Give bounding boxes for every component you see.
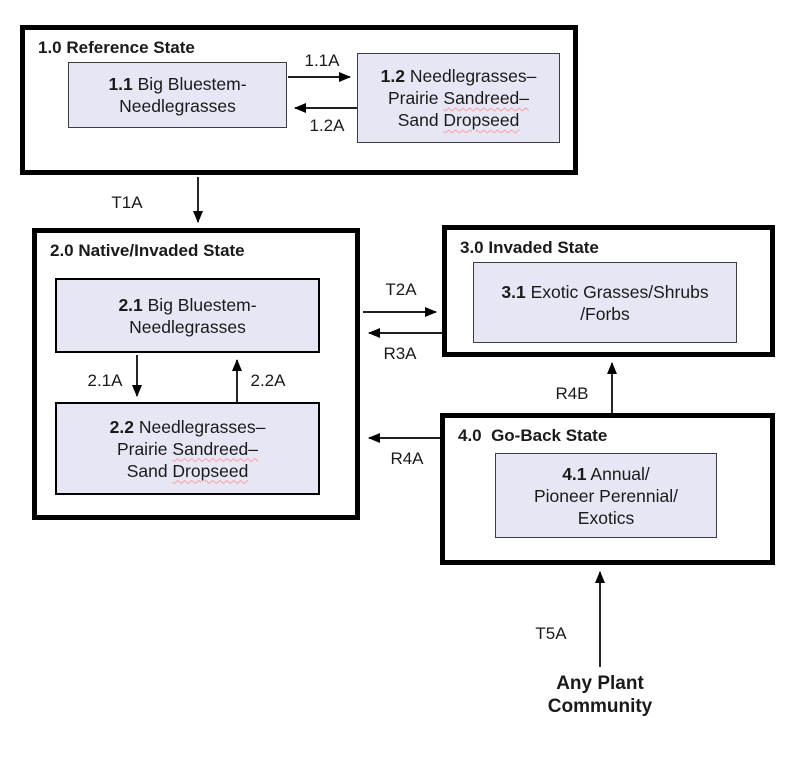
- pathway-label-1-1a: 1.1A: [304, 51, 340, 70]
- community-4-1-number: 4.1: [562, 463, 587, 484]
- misspelled-word: Sandreed–: [172, 438, 259, 459]
- community-2-2-line3: Sand Dropseed: [126, 460, 249, 481]
- community-1-2-line1: 1.2 Needlegrasses–: [380, 66, 537, 86]
- community-box-1-1: 1.1 Big Bluestem- Needlegrasses: [68, 62, 287, 128]
- state-2-title: 2.0 Native/Invaded State: [50, 241, 245, 260]
- state-4-title: 4.0 Go-Back State: [458, 426, 608, 445]
- any-plant-community-label: Any Plant Community: [547, 673, 653, 717]
- community-4-1-line2: Pioneer Perennial/: [534, 485, 678, 506]
- community-1-1-number: 1.1: [108, 74, 133, 94]
- community-1-2-number: 1.2: [380, 66, 405, 86]
- misspelled-word: Sandreed–: [443, 88, 530, 108]
- misspelled-word: Dropseed: [443, 110, 520, 130]
- pathway-label-1-2a: 1.2A: [309, 116, 345, 135]
- community-4-1-line1: 4.1 Annual/: [562, 463, 650, 484]
- pathway-label-2-2a: 2.2A: [250, 371, 286, 390]
- community-2-1-number: 2.1: [118, 294, 143, 315]
- community-3-1-number: 3.1: [501, 281, 526, 302]
- community-2-1-line1: 2.1 Big Bluestem-: [118, 294, 257, 315]
- transition-label-r3a: R3A: [383, 344, 417, 363]
- community-2-2-number: 2.2: [109, 416, 134, 437]
- transition-label-r4b: R4B: [555, 384, 589, 403]
- pathway-label-2-1a: 2.1A: [87, 371, 123, 390]
- community-4-1-line3: Exotics: [577, 507, 635, 528]
- community-box-2-2: 2.2 Needlegrasses– Prairie Sandreed– San…: [55, 402, 320, 495]
- state-3-title: 3.0 Invaded State: [460, 238, 599, 257]
- community-3-1-line1: 3.1 Exotic Grasses/Shrubs: [501, 281, 709, 302]
- community-3-1-line2: /Forbs: [580, 303, 630, 324]
- community-2-1-line2: Needlegrasses: [129, 316, 246, 337]
- transition-label-t5a: T5A: [535, 624, 567, 643]
- transition-label-t1a: T1A: [111, 193, 143, 212]
- community-1-1-text: Big Bluestem-: [132, 74, 247, 94]
- transition-label-r4a: R4A: [390, 449, 424, 468]
- community-1-1-line2: Needlegrasses: [119, 96, 236, 116]
- community-1-2-line2: Prairie Sandreed–: [387, 88, 530, 108]
- community-1-1-line1: 1.1 Big Bluestem-: [69, 73, 286, 95]
- community-box-3-1: 3.1 Exotic Grasses/Shrubs /Forbs: [473, 262, 737, 343]
- community-box-2-1: 2.1 Big Bluestem- Needlegrasses: [55, 278, 320, 353]
- transition-label-t2a: T2A: [385, 280, 417, 299]
- community-box-1-2: 1.2 Needlegrasses– Prairie Sandreed– San…: [357, 53, 560, 143]
- community-2-2-line2: Prairie Sandreed–: [116, 438, 259, 459]
- community-2-2-line1: 2.2 Needlegrasses–: [109, 416, 266, 437]
- community-1-2-line3: Sand Dropseed: [397, 110, 520, 130]
- community-box-4-1: 4.1 Annual/ Pioneer Perennial/ Exotics: [495, 453, 717, 538]
- misspelled-word: Dropseed: [172, 460, 249, 481]
- state-1-title: 1.0 Reference State: [38, 38, 195, 57]
